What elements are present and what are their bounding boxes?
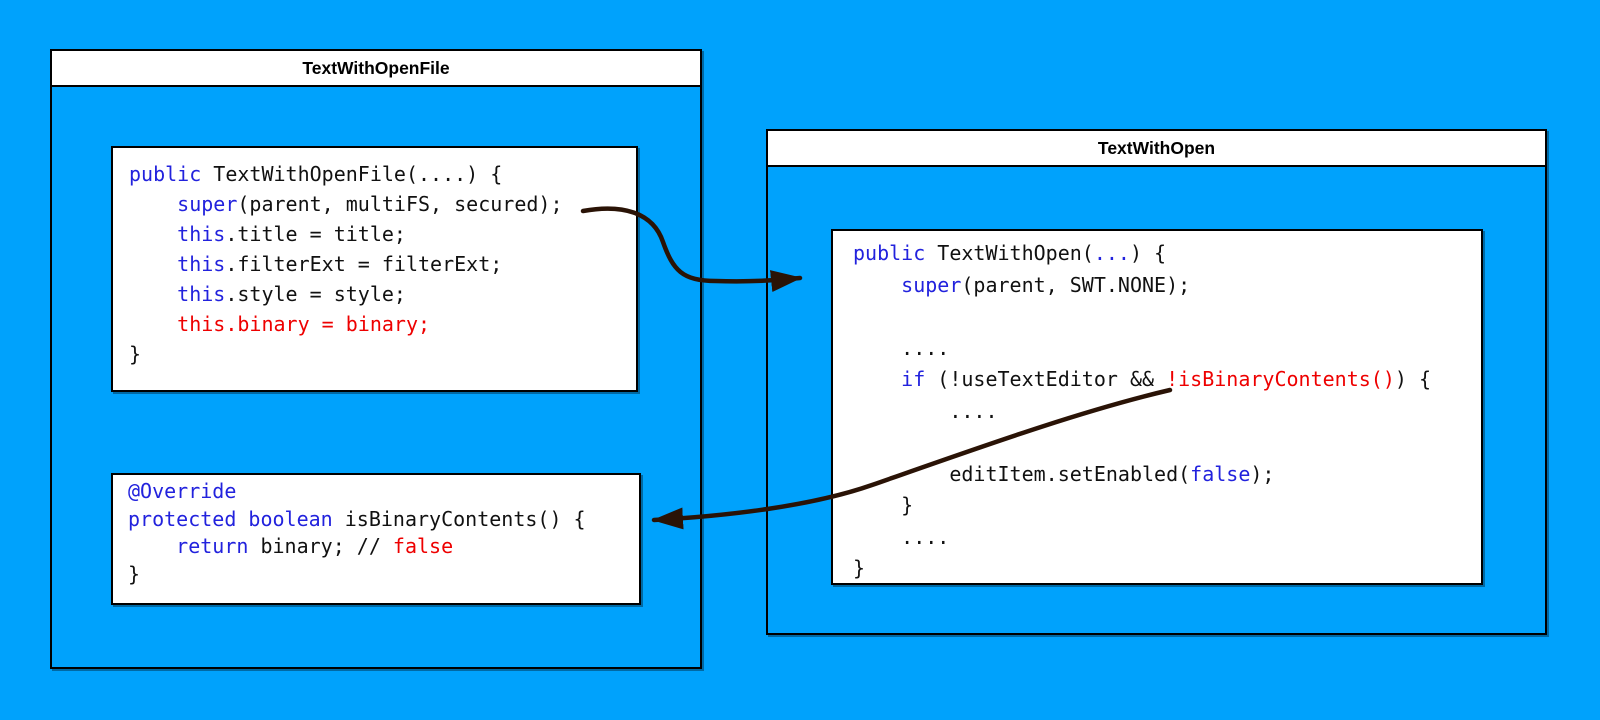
code-line: if (!useTextEditor && !isBinaryContents(… [901, 367, 1431, 391]
code-line: super(parent, multiFS, secured); [177, 192, 563, 216]
class-box-textwithopenfile: TextWithOpenFile [50, 49, 702, 669]
code-line: @Override [128, 479, 237, 503]
code-line: } [128, 561, 141, 586]
code-line: return binary; // false [176, 534, 454, 558]
code-line: } [129, 342, 142, 366]
class-title-textwithopen: TextWithOpen [768, 131, 1545, 167]
code-panel-textwithopenfile-constructor: public TextWithOpenFile(....) { super(pa… [111, 146, 638, 392]
code-line: .... [853, 398, 998, 423]
code-panel-isbinarycontents-override: @Override protected boolean isBinaryConte… [111, 473, 641, 605]
code-line: protected boolean isBinaryContents() { [128, 506, 586, 531]
code-line: editItem.setEnabled(false); [853, 461, 1275, 486]
code-line: .... [853, 335, 950, 360]
code-panel-textwithopen-constructor: public TextWithOpen(...) { super(parent,… [831, 229, 1483, 585]
code-line: } [853, 556, 866, 580]
class-box-textwithopen: TextWithOpen [766, 129, 1547, 635]
code-line: this.binary = binary; [177, 312, 431, 336]
code-line: this.style = style; [177, 282, 406, 306]
code-line: this.filterExt = filterExt; [177, 252, 503, 276]
code-line [853, 301, 1481, 333]
code-line: this.title = title; [177, 222, 406, 246]
class-title-textwithopenfile: TextWithOpenFile [52, 51, 700, 87]
code-line: } [853, 493, 914, 517]
code-line: public TextWithOpenFile(....) { [129, 162, 503, 186]
code-line [853, 427, 1481, 459]
code-line: public TextWithOpen(...) { [853, 241, 1167, 265]
code-line: .... [853, 524, 950, 549]
code-line: super(parent, SWT.NONE); [901, 272, 1191, 297]
